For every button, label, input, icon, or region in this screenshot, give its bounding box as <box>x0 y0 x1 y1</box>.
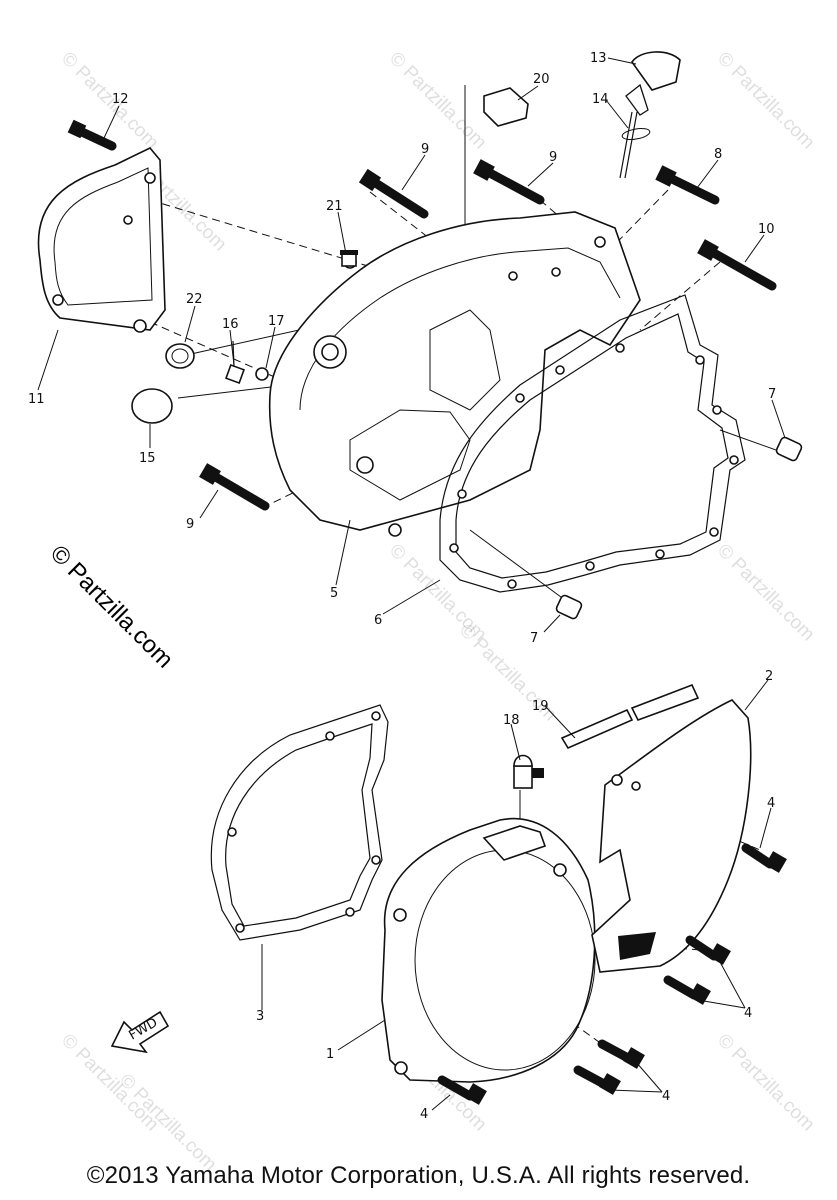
callout-9-left: 9 <box>186 517 194 532</box>
part-4-bolt <box>597 1039 645 1069</box>
part-12-bolt <box>67 119 117 151</box>
part-20-block <box>483 87 529 127</box>
part-4-bolt <box>685 935 731 965</box>
callout-17: 17 <box>268 314 285 329</box>
part-4-bolt <box>437 1075 487 1105</box>
part-2-sprocket-cover <box>591 699 752 973</box>
part-9-bolt <box>358 168 429 219</box>
part-14-o-ring <box>621 128 651 140</box>
part-9-bolt <box>199 463 270 511</box>
callout-15: 15 <box>139 451 156 466</box>
callout-4-top: 4 <box>767 796 775 811</box>
callout-8: 8 <box>714 147 722 162</box>
part-4-bolt <box>741 843 787 873</box>
part-17-washer <box>255 367 269 381</box>
part-7-dowel-pin <box>775 436 803 462</box>
callout-10: 10 <box>758 222 775 237</box>
part-5-crankcase-cover <box>268 211 641 537</box>
part-22-bearing <box>165 343 195 369</box>
callout-6: 6 <box>374 613 382 628</box>
callout-3: 3 <box>256 1009 264 1024</box>
callout-22: 22 <box>186 292 203 307</box>
callout-21: 21 <box>326 199 343 214</box>
part-9-bolt <box>473 159 545 205</box>
part-15-plug <box>131 388 173 424</box>
callout-7-bottom: 7 <box>530 631 538 646</box>
callout-5: 5 <box>330 586 338 601</box>
part-1-magneto-cover <box>381 817 596 1083</box>
callout-18: 18 <box>503 713 520 728</box>
part-21-drain-plug <box>340 250 358 267</box>
callout-4-bottom: 4 <box>420 1107 428 1122</box>
part-18-fitting <box>513 754 544 789</box>
part-8-bolt <box>655 165 720 205</box>
part-7-dowel-pin <box>555 594 583 620</box>
callout-4-lower: 4 <box>662 1089 670 1104</box>
part-13-filler-cap <box>619 51 681 179</box>
callout-4-middle: 4 <box>744 1006 752 1021</box>
part-4-bolt <box>663 975 711 1005</box>
callout-12: 12 <box>112 92 129 107</box>
callout-20: 20 <box>533 72 550 87</box>
callout-16: 16 <box>222 317 239 332</box>
part-16-bolt <box>225 340 245 384</box>
callout-leaders <box>37 57 786 1111</box>
callout-9-top-left: 9 <box>421 142 429 157</box>
part-4-bolt <box>573 1065 621 1095</box>
callout-14: 14 <box>592 92 609 107</box>
copyright-notice: ©2013 Yamaha Motor Corporation, U.S.A. A… <box>86 1162 751 1189</box>
part-6-gasket <box>439 294 746 593</box>
part-11-cover <box>37 147 166 333</box>
callout-13: 13 <box>590 51 607 66</box>
fwd-arrow-icon: FWD <box>110 1010 170 1054</box>
callout-1: 1 <box>326 1047 334 1062</box>
callout-2: 2 <box>765 669 773 684</box>
part-3-gasket <box>210 704 389 941</box>
callout-19: 19 <box>532 699 549 714</box>
part-10-bolt <box>697 239 777 291</box>
callout-9-top-center: 9 <box>549 150 557 165</box>
callout-11: 11 <box>28 392 45 407</box>
part-19-hose <box>560 683 700 750</box>
callout-7-right: 7 <box>768 387 776 402</box>
callout-numbers: 12 13 14 20 9 9 8 10 21 22 16 17 11 15 7… <box>28 51 776 1122</box>
